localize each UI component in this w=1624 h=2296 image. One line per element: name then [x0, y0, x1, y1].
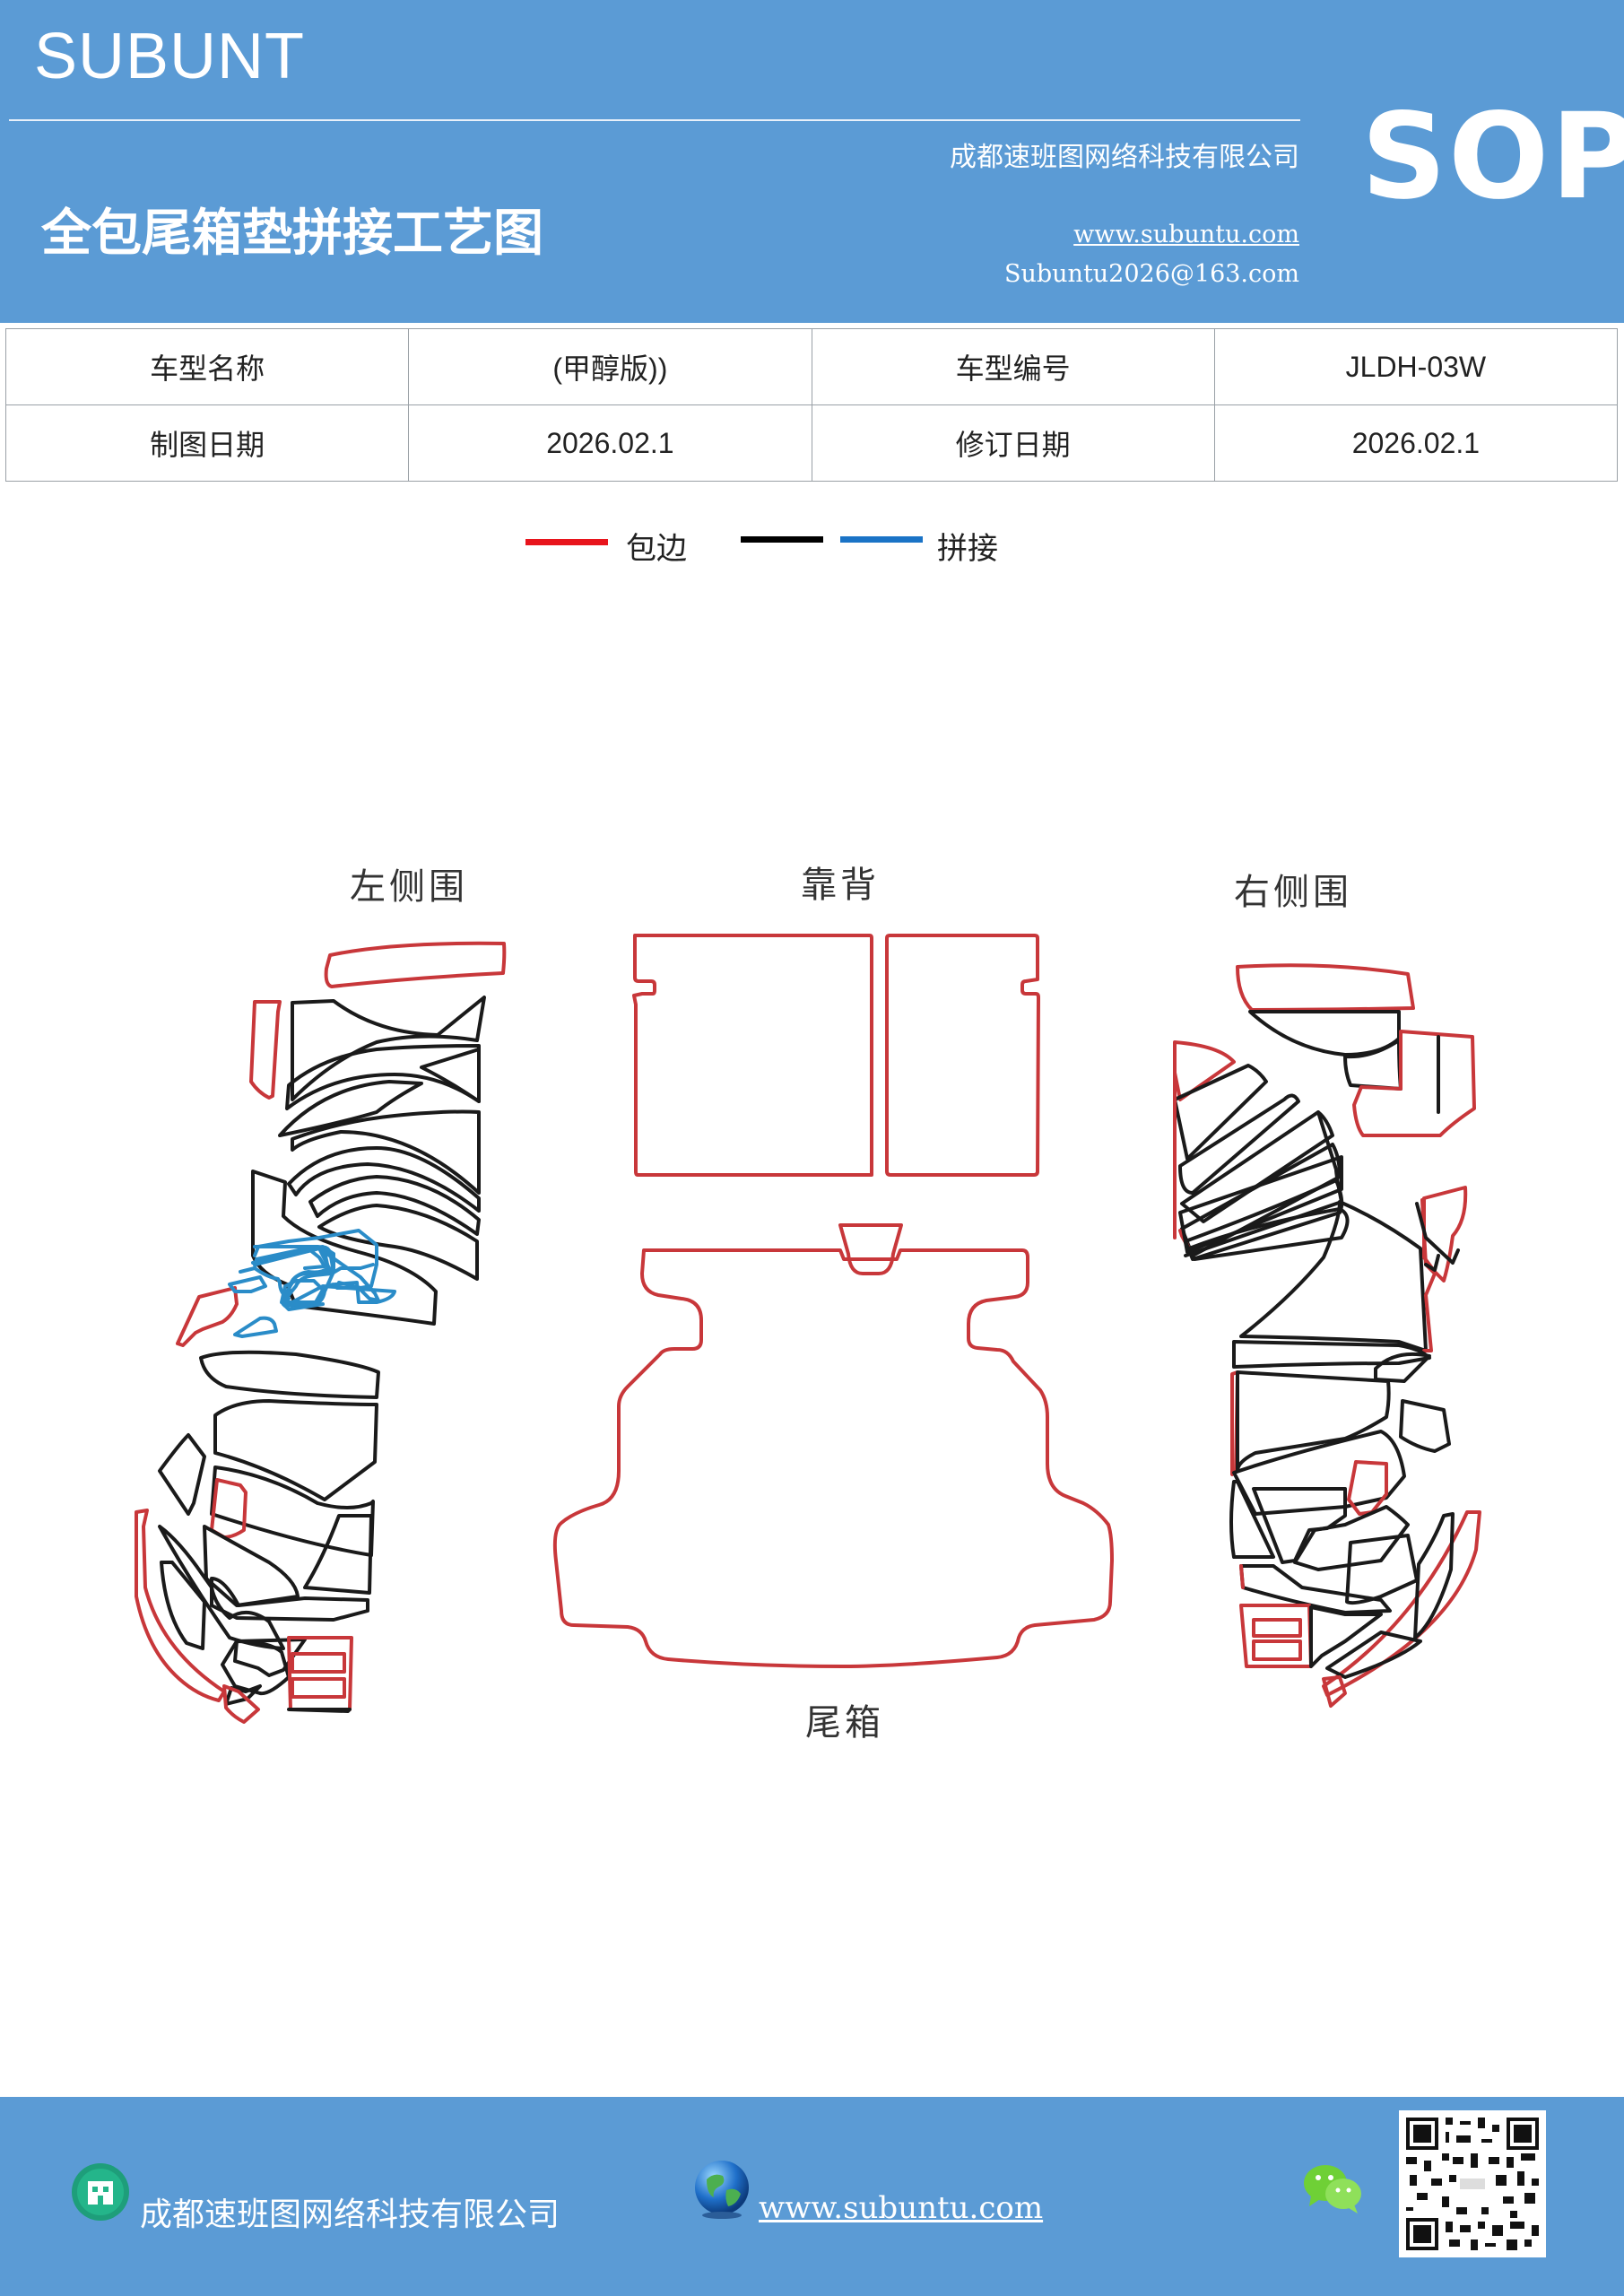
draw-date-value: 2026.02.1 — [408, 404, 812, 482]
document-title: 全包尾箱垫拼接工艺图 — [41, 204, 543, 263]
header-banner — [0, 0, 1624, 323]
qr-code — [1399, 2110, 1546, 2257]
wechat-icon — [1304, 2165, 1361, 2213]
backrest-right-panel — [885, 934, 1040, 1177]
vehicle-info-table: 车型名称 (甲醇版)) 车型编号 JLDH-03W 制图日期 2026.02.1… — [4, 328, 1619, 482]
backrest-panels — [632, 934, 1040, 1177]
legend-join-label: 拼接 — [937, 531, 998, 567]
building-icon — [72, 2163, 129, 2221]
right-side-label: 右侧围 — [1234, 872, 1352, 913]
trunk-cup — [838, 1223, 903, 1275]
table-row: 车型名称 (甲醇版)) 车型编号 JLDH-03W — [4, 328, 1619, 405]
legend-edge-label: 包边 — [626, 531, 687, 567]
revise-date-value: 2026.02.1 — [1213, 404, 1619, 482]
trunk-label: 尾箱 — [805, 1702, 884, 1744]
revise-date-label: 修订日期 — [811, 404, 1215, 482]
trunk-floor — [552, 1223, 1114, 1668]
left-side-label: 左侧围 — [350, 866, 468, 908]
brand-name: SUBUNT — [34, 21, 306, 92]
left-side-panels — [135, 941, 507, 1724]
right-side-panels — [1173, 963, 1481, 1708]
model-name-value: (甲醇版)) — [408, 328, 812, 405]
draw-date-label: 制图日期 — [4, 404, 410, 482]
legend-black-swatch — [741, 536, 823, 543]
header-email[interactable]: Subuntu2026@163.com — [1004, 260, 1299, 288]
footer-company: 成都速班图网络科技有限公司 — [140, 2196, 560, 2233]
header-divider — [9, 119, 1300, 121]
backrest-label: 靠背 — [801, 865, 880, 906]
model-no-value: JLDH-03W — [1213, 328, 1619, 405]
qr-code-graphic — [1399, 2110, 1546, 2257]
sop-badge: SOP — [1361, 88, 1624, 226]
legend-edge-swatch — [525, 539, 608, 545]
trunk-main-outline — [552, 1248, 1114, 1668]
legend-join-swatch — [840, 536, 923, 543]
header-website-link[interactable]: www.subuntu.com — [1073, 221, 1299, 248]
model-no-label: 车型编号 — [811, 328, 1215, 405]
backrest-left-panel — [632, 934, 873, 1177]
footer-website-link[interactable]: www.subuntu.com — [759, 2190, 1044, 2226]
header-company: 成都速班图网络科技有限公司 — [950, 142, 1299, 173]
model-name-label: 车型名称 — [4, 328, 410, 405]
table-row: 制图日期 2026.02.1 修订日期 2026.02.1 — [4, 404, 1619, 482]
globe-icon — [695, 2161, 749, 2219]
pattern-diagram — [135, 934, 1481, 1724]
